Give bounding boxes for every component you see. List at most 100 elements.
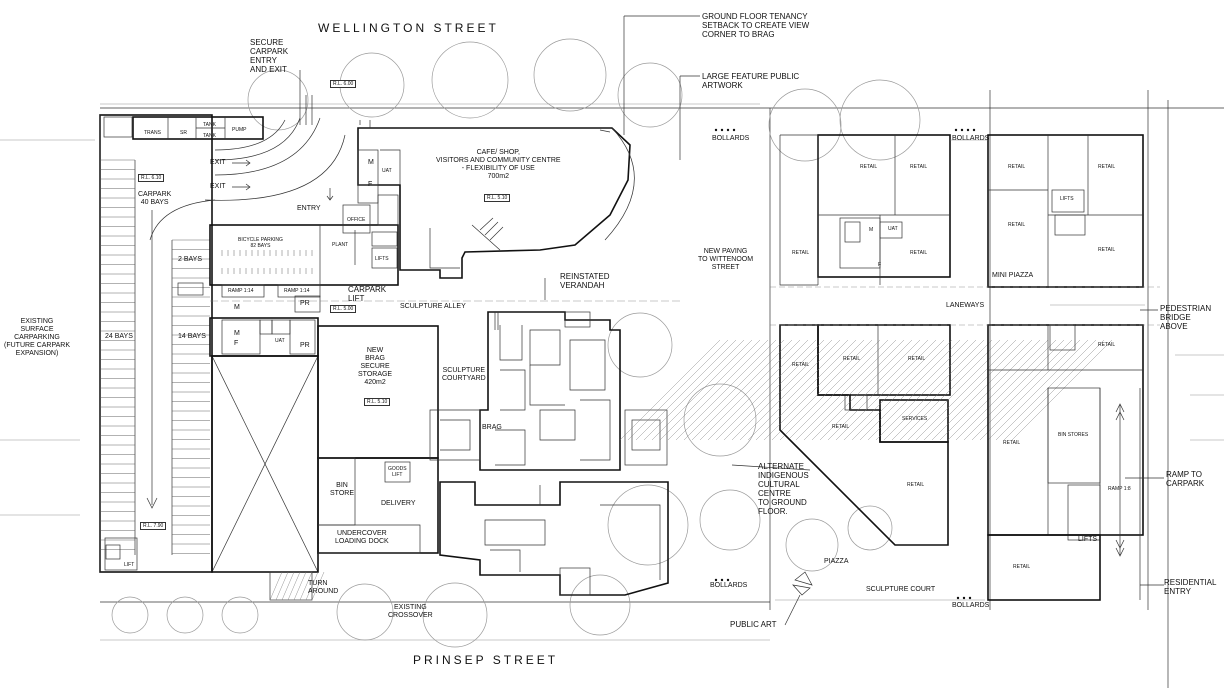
drawing-line [771, 339, 873, 441]
label-2-bays: 2 BAYS [178, 256, 202, 263]
room-uat-cafe: UAT [382, 168, 392, 174]
level-rl-510-cafe: R.L. 5.10 [484, 194, 511, 202]
drawing-line [987, 339, 1089, 441]
level-rl-510-storage: R.L. 5.10 [364, 398, 391, 406]
room-pr-1: PR [300, 300, 310, 307]
callout-existing-crossover: EXISTING CROSSOVER [388, 604, 433, 619]
label-entry: ENTRY [297, 205, 321, 212]
callout-pedestrian-bridge: PEDESTRIAN BRIDGE ABOVE [1160, 304, 1212, 331]
drawing-line [707, 339, 809, 441]
drawing-line [899, 339, 1001, 441]
tree-canopies [111, 38, 921, 648]
room-bin-store: BIN STORE [330, 482, 354, 497]
carpark-area [99, 114, 216, 573]
label-carpark-40: CARPARK 40 BAYS [138, 191, 172, 206]
drawing-line [311, 571, 325, 601]
drawing-line [931, 339, 1033, 441]
retail-precinct-east [987, 134, 1144, 601]
drawing-line [947, 339, 1049, 441]
drawing-line [627, 339, 729, 441]
callout-new-paving: NEW PAVING TO WITTENOOM STREET [698, 248, 754, 271]
room-pr-2: PR [300, 342, 310, 349]
public-art-marker [792, 571, 813, 596]
drawing-line [971, 339, 1073, 441]
drawing-line [979, 339, 1081, 441]
room-m-retail: M [869, 227, 874, 233]
room-trans: TRANS [144, 130, 161, 136]
drawing-line [955, 339, 1057, 441]
room-plant: PLANT [332, 242, 349, 248]
drawing-line [275, 571, 289, 601]
label-exit-1: EXIT [210, 159, 226, 166]
drawing-line [787, 339, 889, 441]
drawing-line [281, 571, 295, 601]
room-uat-toilet: UAT [275, 338, 285, 344]
drawing-line [811, 339, 913, 441]
callout-existing-parking: EXISTING SURFACE CARPARKING (FUTURE CARP… [4, 318, 70, 357]
callout-ramp-to-carpark: RAMP TO CARPARK [1166, 470, 1205, 488]
room-brag-storage: NEW BRAG SECURE STORAGE 420m2 [358, 347, 393, 386]
retail-11: RETAIL [792, 362, 810, 368]
drawing-line [915, 339, 1017, 441]
retail-15: RETAIL [1003, 440, 1021, 446]
drawing-line [619, 339, 721, 441]
room-office: OFFICE [347, 217, 366, 223]
callout-public-artwork: LARGE FEATURE PUBLIC ARTWORK [702, 72, 800, 90]
callout-secure-carpark: SECURE CARPARK ENTRY AND EXIT [250, 38, 289, 74]
retail-4: RETAIL [910, 250, 928, 256]
label-ramp-1: RAMP 1:14 [228, 288, 254, 294]
retail-5: RETAIL [1008, 164, 1026, 170]
room-f-cafe: F [368, 181, 373, 188]
callout-alternate-centre: ALTERNATE INDIGENOUS CULTURAL CENTRE TO … [758, 462, 809, 516]
drawing-line [667, 339, 769, 441]
callout-public-art: PUBLIC ART [730, 620, 777, 629]
level-rl-500: R.L. 5.00 [330, 305, 357, 313]
services-row [103, 95, 346, 201]
drawing-line [1011, 339, 1113, 441]
drawing-line [835, 339, 937, 441]
drawing-line [891, 339, 993, 441]
drawing-line [659, 339, 761, 441]
callout-residential-entry: RESIDENTIAL ENTRY [1164, 578, 1217, 596]
storage-structure [211, 325, 439, 601]
drawing-line [1003, 339, 1105, 441]
drawing-line [867, 339, 969, 441]
drawing-line [939, 339, 1041, 441]
retail-8: RETAIL [1098, 247, 1116, 253]
drawing-line [675, 339, 777, 441]
drawing-line [747, 339, 849, 441]
room-cafe: CAFE/ SHOP, VISITORS AND COMMUNITY CENTR… [436, 149, 561, 180]
room-lifts-residential: LIFTS [1078, 536, 1098, 543]
street-name-north: WELLINGTON STREET [318, 21, 499, 35]
drawing-line [923, 339, 1025, 441]
room-goods-lift: GOODS LIFT [388, 466, 407, 478]
callout-bollards-4: BOLLARDS [952, 602, 990, 609]
label-24-bays: 24 BAYS [105, 333, 133, 340]
label-ramp-2: RAMP 1:14 [284, 288, 310, 294]
room-lifts-retail: LIFTS [1060, 196, 1074, 202]
room-m-toilet: M [234, 330, 240, 337]
callout-ground-floor-setback: GROUND FLOOR TENANCY SETBACK TO CREATE V… [702, 12, 810, 39]
label-mini-piazza: MINI PIAZZA [992, 272, 1034, 279]
room-tank-1: TANK [203, 122, 216, 128]
retail-1: RETAIL [860, 164, 878, 170]
label-14-bays: 14 BAYS [178, 333, 206, 340]
drawing-line [683, 339, 785, 441]
drawing-line [803, 339, 905, 441]
drawing-line [739, 339, 841, 441]
callout-bollards-3: BOLLARDS [710, 582, 748, 589]
room-services: SERVICES [902, 416, 928, 422]
drawing-line [763, 339, 865, 441]
room-delivery: DELIVERY [381, 500, 416, 507]
label-carpark-lift: CARPARK LIFT [348, 285, 387, 303]
drawing-line [963, 339, 1065, 441]
label-exit-2: EXIT [210, 183, 226, 190]
drawing-line [635, 339, 737, 441]
lower-buildings [439, 481, 669, 596]
drawing-line [643, 339, 745, 441]
street-name-south: PRINSEP STREET [413, 653, 559, 667]
label-sculpture-court: SCULPTURE COURT [866, 586, 936, 593]
retail-9: RETAIL [843, 356, 861, 362]
room-m-cafe: M [368, 159, 374, 166]
